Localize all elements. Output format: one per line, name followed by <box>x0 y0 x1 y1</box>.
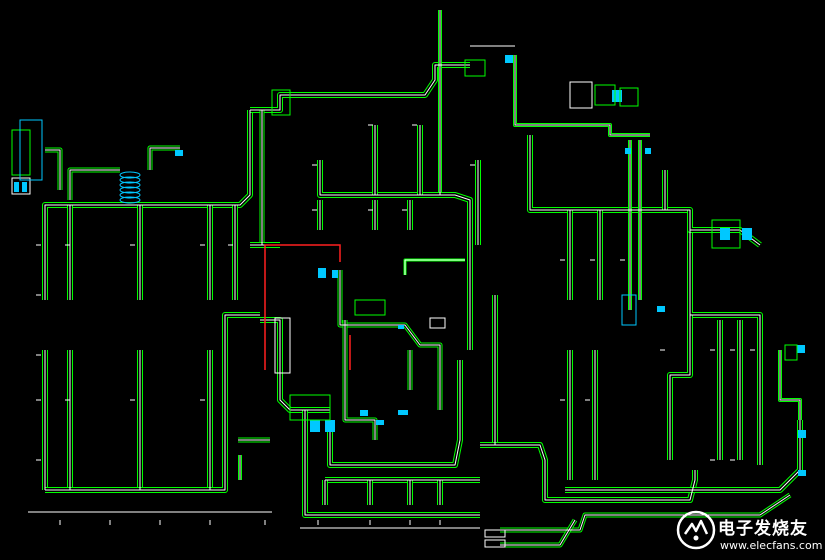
equipment <box>11 129 31 176</box>
pipe-centerline <box>339 270 441 410</box>
fitting <box>645 148 651 154</box>
fitting <box>612 90 622 102</box>
equipment <box>484 529 506 538</box>
pipe-centerline <box>779 350 801 420</box>
fitting <box>14 182 19 192</box>
pipe-centerline <box>565 420 801 491</box>
fitting <box>175 150 183 156</box>
equipment <box>464 59 486 77</box>
coil-turn <box>119 196 141 204</box>
fitting <box>720 228 730 240</box>
elecfans-logo-icon <box>676 510 716 550</box>
watermark-title: 电子发烧友 <box>718 519 808 539</box>
equipment <box>274 317 291 374</box>
pipe-centerline <box>500 519 576 546</box>
equipment <box>289 394 331 421</box>
pipe-centerline <box>514 55 650 136</box>
watermark: 电子发烧友 www.elecfans.com <box>676 506 823 556</box>
pipe-centerline <box>329 360 461 466</box>
pipe-centerline <box>669 315 691 460</box>
coil-turn <box>119 191 141 199</box>
fitting <box>360 410 368 416</box>
pipe-centerline <box>69 169 120 200</box>
fitting <box>376 420 384 425</box>
pipe-centerline <box>44 110 251 300</box>
dimension-ticks <box>28 124 755 529</box>
fitting <box>325 420 335 432</box>
equipment <box>621 294 637 326</box>
pipe-centerline <box>45 149 61 190</box>
fitting <box>798 470 806 476</box>
equipment <box>711 219 741 249</box>
equipment <box>429 317 446 329</box>
coil-turn <box>119 171 141 179</box>
fitting <box>310 420 320 432</box>
watermark-url: www.elecfans.com <box>720 539 823 552</box>
coil-turn <box>119 181 141 189</box>
pipe-centerline <box>344 320 376 440</box>
equipment <box>619 87 639 107</box>
pipe-centerline <box>149 147 180 170</box>
equipment <box>484 539 506 548</box>
equipment <box>569 81 593 109</box>
equipment <box>784 344 798 361</box>
pipe-centerline <box>260 319 330 411</box>
equipment <box>11 177 31 195</box>
coil-turn <box>119 186 141 194</box>
pipe-fittings <box>14 55 806 476</box>
pipe-centerline <box>45 314 260 491</box>
coil-turn <box>119 176 141 184</box>
fitting <box>332 270 338 278</box>
fitting <box>505 55 513 63</box>
pipe-centerline <box>480 444 696 501</box>
pipe-centerline <box>250 64 470 111</box>
equipment-blocks <box>11 45 798 548</box>
pipe-centerline <box>319 160 471 350</box>
pipe-centerline <box>404 259 465 275</box>
pipe-centerline <box>529 135 761 465</box>
equipment <box>271 89 291 116</box>
fitting <box>22 182 27 192</box>
fitting <box>742 228 752 240</box>
heated-line <box>264 244 351 370</box>
fitting <box>398 410 408 415</box>
fitting <box>318 268 326 278</box>
equipment <box>19 119 43 181</box>
fitting <box>398 325 404 329</box>
pipe-centerlines <box>44 10 801 546</box>
fitting <box>798 430 806 438</box>
equipment <box>594 84 616 106</box>
fitting <box>797 345 805 353</box>
fitting <box>657 306 665 312</box>
pipe-centerline <box>304 410 480 516</box>
heated-pipe <box>264 244 341 370</box>
pipe-centerline <box>500 494 791 531</box>
fitting <box>625 148 631 154</box>
equipment <box>354 299 386 316</box>
